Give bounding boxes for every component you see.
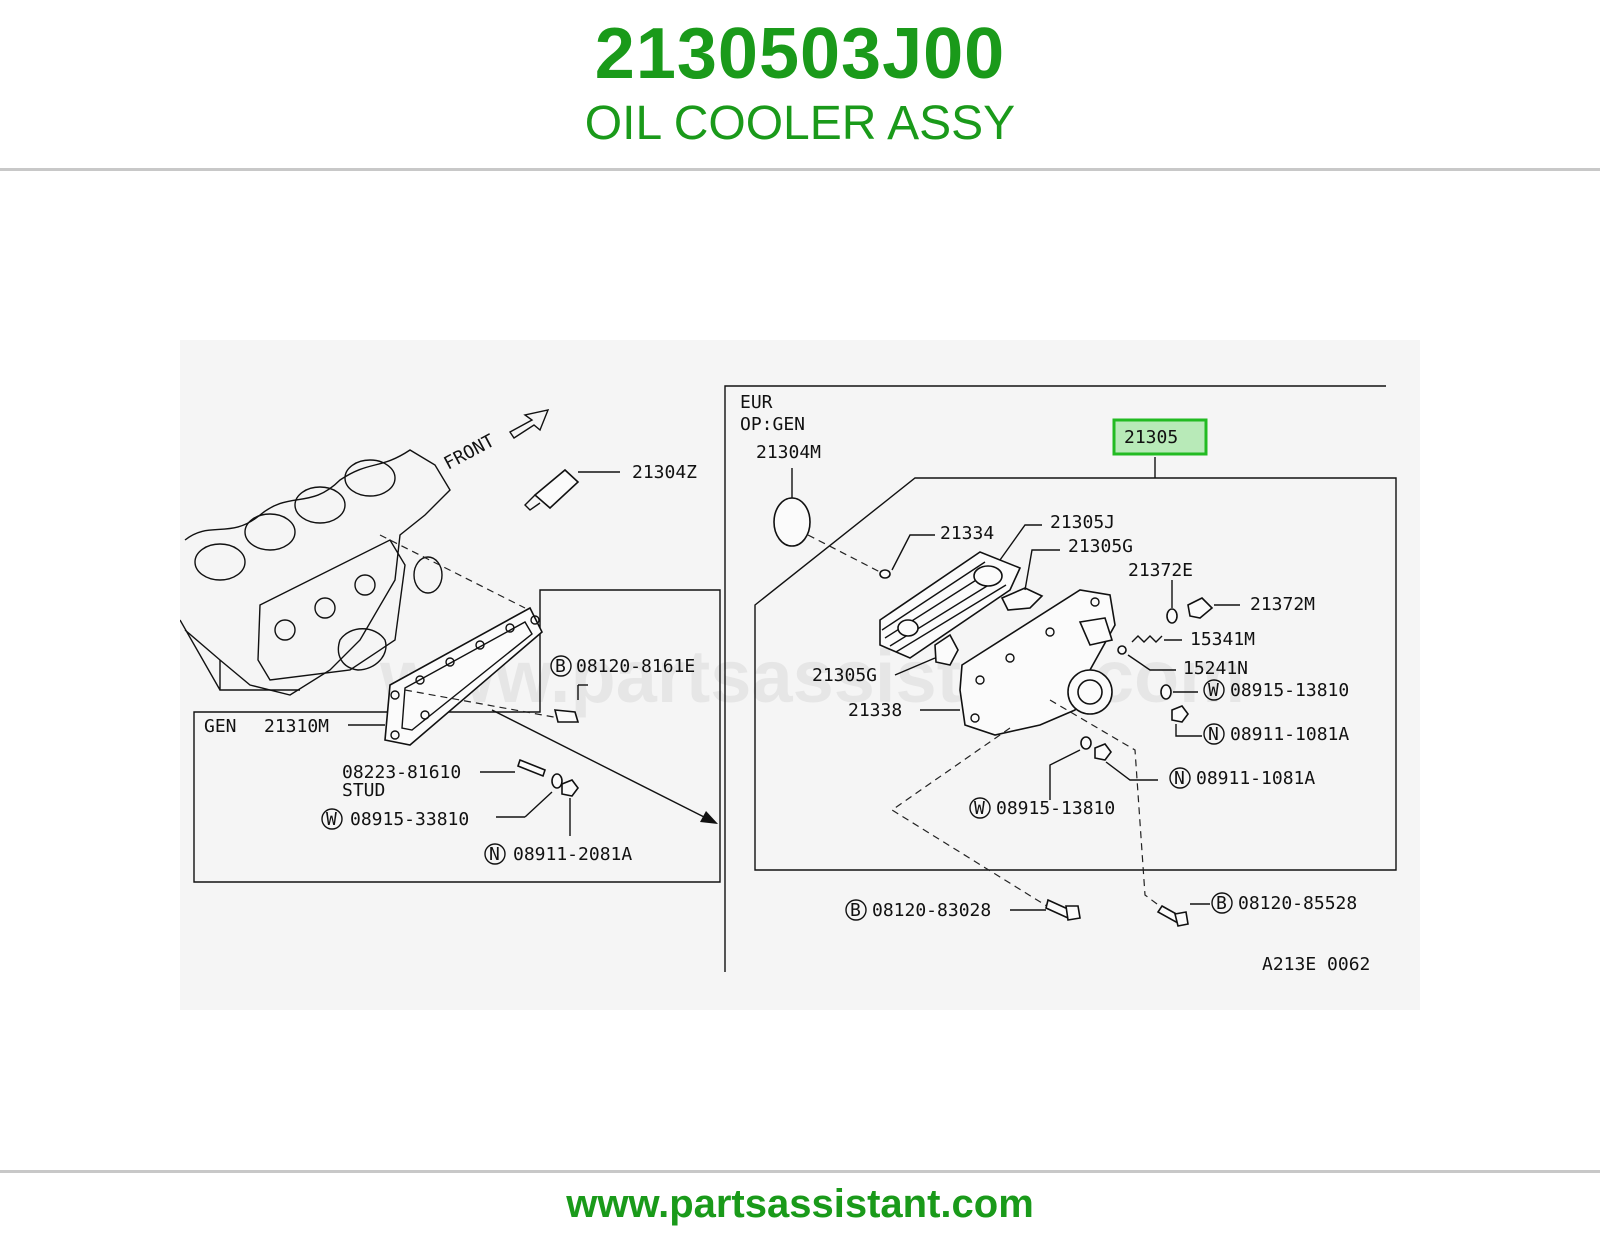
callout-stud: STUD xyxy=(342,780,385,801)
bolt-08120-8161e xyxy=(553,709,580,723)
svg-text:N: N xyxy=(1208,724,1219,745)
assembly-frame xyxy=(754,477,1397,871)
svg-text:W: W xyxy=(326,809,337,830)
svg-text:N: N xyxy=(1174,768,1185,789)
front-label: FRONT xyxy=(440,430,498,474)
washer-08915-13810-b xyxy=(1080,736,1092,750)
callout-08911-1081a-a: 08911-1081A xyxy=(1230,724,1349,745)
oring-21304m xyxy=(773,497,811,547)
valve-15241n xyxy=(1117,645,1127,655)
svg-text:B: B xyxy=(555,656,566,677)
bolt-symbol xyxy=(550,655,572,677)
svg-text:W: W xyxy=(1208,680,1219,701)
eur-label: EUR xyxy=(740,392,773,413)
callout-08915-13810-b: 08915-13810 xyxy=(996,798,1115,819)
eur-section-frame xyxy=(724,385,1386,972)
parts-diagram: www.partsassistant.com FRONT 21304Z GEN xyxy=(180,340,1420,1010)
exploded-view-drawing: www.partsassistant.com FRONT 21304Z GEN xyxy=(180,385,1397,975)
svg-text:B: B xyxy=(1216,893,1227,914)
callout-08915-33810: 08915-33810 xyxy=(350,809,469,830)
callout-21338: 21338 xyxy=(848,700,902,721)
engine-block-drawing xyxy=(180,449,451,696)
gen-section-frame xyxy=(193,589,721,883)
callout-21372m: 21372M xyxy=(1250,594,1315,615)
callout-08120-83028: 08120-83028 xyxy=(872,900,991,921)
svg-text:B: B xyxy=(850,900,861,921)
nut-08911-1081a-b xyxy=(1094,743,1112,761)
washer-symbol xyxy=(321,808,343,830)
gen-label: GEN xyxy=(204,716,237,737)
washer-08915-33810 xyxy=(551,773,563,789)
spring-15341m xyxy=(1131,635,1163,643)
op-gen-label: OP:GEN xyxy=(740,414,805,435)
drawing-code: A213E 0062 xyxy=(1262,954,1370,975)
highlighted-part-number: 21305 xyxy=(1124,427,1178,448)
callout-08223-81610: 08223-81610 xyxy=(342,762,461,783)
header-divider xyxy=(0,168,1600,171)
callout-21310m: 21310M xyxy=(264,716,329,737)
gasket-21305g-top xyxy=(1000,587,1044,611)
stud-08223-81610 xyxy=(517,758,546,778)
footer-divider xyxy=(0,1170,1600,1173)
highlighted-part-box[interactable] xyxy=(1112,418,1208,456)
callout-21305g-top: 21305G xyxy=(1068,536,1133,557)
callout-08915-13810-a: 08915-13810 xyxy=(1230,680,1349,701)
direction-arrowhead xyxy=(700,811,718,824)
callout-21304m: 21304M xyxy=(756,442,821,463)
nut-symbol xyxy=(484,843,506,865)
callout-21334: 21334 xyxy=(940,523,994,544)
callout-21305j: 21305J xyxy=(1050,512,1115,533)
nut-08911-2081a xyxy=(561,779,579,797)
callout-21304z: 21304Z xyxy=(632,462,697,483)
part-name: OIL COOLER ASSY xyxy=(584,97,1016,150)
gasket-21310m xyxy=(384,606,543,746)
svg-text:N: N xyxy=(489,844,500,865)
svg-text:W: W xyxy=(974,798,985,819)
page-header: 2130503J00 OIL COOLER ASSY xyxy=(0,0,1600,168)
front-arrow xyxy=(508,409,550,439)
bolt-08120-85528 xyxy=(1156,904,1182,924)
callout-21372e: 21372E xyxy=(1128,560,1193,581)
sealant-tube xyxy=(533,468,580,510)
oil-cooler-core-21305j xyxy=(879,551,1022,659)
callout-08120-8161e: 08120-8161E xyxy=(576,656,695,677)
site-url[interactable]: www.partsassistant.com xyxy=(566,1182,1034,1226)
washer-08915-13810-a xyxy=(1160,684,1172,700)
ring-21334 xyxy=(879,569,891,579)
callout-08911-2081a: 08911-2081A xyxy=(513,844,632,865)
gasket-21305g-left xyxy=(934,633,959,666)
part-number: 2130503J00 xyxy=(594,14,1006,94)
oil-cooler-housing-21338 xyxy=(959,589,1116,736)
plug-21372m xyxy=(1187,597,1214,619)
callout-08120-85528: 08120-85528 xyxy=(1238,893,1357,914)
callout-08911-1081a-b: 08911-1081A xyxy=(1196,768,1315,789)
callout-15241n: 15241N xyxy=(1183,658,1248,679)
callout-15341m: 15341M xyxy=(1190,629,1255,650)
callout-21305g-left: 21305G xyxy=(812,665,877,686)
washer-21372e xyxy=(1166,608,1178,624)
nut-08911-1081a-a xyxy=(1171,705,1189,723)
